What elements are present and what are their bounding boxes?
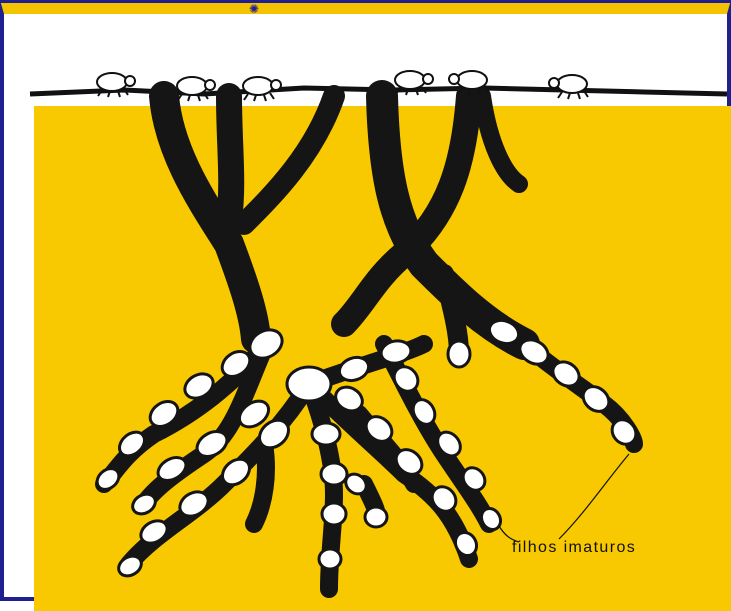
tunnel-3: [244, 96, 334, 224]
beetle-icon: [549, 75, 588, 99]
tunnel-6: [482, 96, 519, 184]
immature-offspring-label: filhos imaturos: [512, 539, 636, 557]
tunnel-2: [229, 96, 231, 219]
beetle-icon: [177, 77, 215, 101]
beetle-gallery-diagram: [4, 14, 727, 601]
pointer-line-2: [559, 454, 629, 539]
entry-tunnels: [164, 96, 524, 354]
beetle-icon: [243, 77, 281, 101]
